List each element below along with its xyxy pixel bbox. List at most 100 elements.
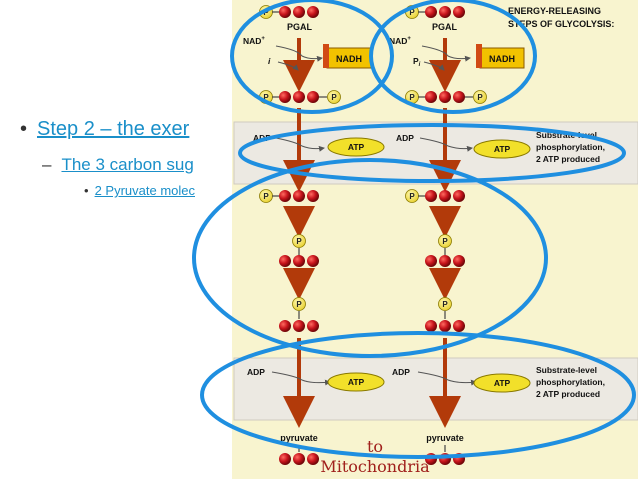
pi-label: Pi [413,56,421,68]
svg-text:2 ATP produced: 2 ATP produced [536,389,600,399]
right-column: P PGAL NAD+ Pi NADH P P ADP ATP P [389,5,531,465]
carbon-atom [439,91,451,103]
phosphate-label: P [409,192,415,201]
carbon-atom [293,320,305,332]
phosphate-icon [292,234,306,248]
bullet-step2: • Step 2 – the exer [20,118,189,141]
annotation-circle-atp-top [238,123,626,183]
phosphate-icon [438,297,452,311]
carbon-atom [425,255,437,267]
handwritten-mitochondria: Mitochondria [320,457,430,476]
svg-text:phosphorylation,: phosphorylation, [536,142,605,152]
nad-label: NAD+ [243,36,265,46]
carbon-atom [453,255,465,267]
nadh-label: NADH [489,54,515,64]
phosphate-label: P [263,93,269,102]
carbon-atom [425,91,437,103]
heading-line1: ENERGY-RELEASING [508,6,601,16]
bullet-pyruvate-text[interactable]: 2 Pyruvate molec [94,183,195,198]
carbon-atom [453,91,465,103]
carbon-atom [307,190,319,202]
carbon-atom [439,255,451,267]
annotation-circle-intermediates [192,158,548,358]
annotation-circles [192,0,636,459]
carbon-atom [279,320,291,332]
substrate-level-label-2: Substrate-level phosphorylation, 2 ATP p… [536,365,605,399]
annotation-circle-atp-bottom [200,331,636,459]
phosphate-icon [438,234,452,248]
pgal-label: PGAL [432,22,458,32]
atp-label: ATP [348,377,365,387]
phosphate-icon [327,90,341,104]
annotation-circle-nadh-left [230,0,394,114]
carbon-atom [307,320,319,332]
phosphate-label: P [296,237,302,246]
carbon-atom [307,255,319,267]
carbon-atom [293,190,305,202]
carbon-atom [279,91,291,103]
carbon-atom [425,6,437,18]
bullet-dot: • [20,118,28,140]
bullet-dot: • [84,183,89,198]
bullet-pyruvate: • 2 Pyruvate molec [84,183,195,198]
atp-label: ATP [494,144,511,154]
nadh-label: NADH [336,54,362,64]
adp-label: ADP [247,367,265,377]
pyruvate-label: pyruvate [280,433,318,443]
heading-line2: STEPS OF GLYCOLYSIS: [508,19,614,29]
carbon-atom [439,320,451,332]
carbon-atom [293,255,305,267]
carbon-atom [453,6,465,18]
carbon-atom [439,6,451,18]
bullet-three-carbon-text[interactable]: The 3 carbon sug [61,155,194,174]
carbon-atom [293,6,305,18]
carbon-atom [439,190,451,202]
svg-text:phosphorylation,: phosphorylation, [536,377,605,387]
phosphate-icon [473,90,487,104]
pyruvate-label: pyruvate [426,433,464,443]
pgal-label: PGAL [287,22,313,32]
carbon-atom [279,255,291,267]
carbon-atom [293,453,305,465]
phosphate-label: P [442,237,448,246]
atp-oval [473,373,531,393]
handwritten-to: to [367,437,383,456]
phosphate-label: P [442,300,448,309]
phosphate-label: P [409,93,415,102]
phosphate-icon [292,297,306,311]
annotation-circle-nadh-right [369,0,537,114]
svg-text:2 ATP produced: 2 ATP produced [536,154,600,164]
nad-label: NAD+ [389,36,411,46]
carbon-atom [307,91,319,103]
carbon-atom [279,190,291,202]
svg-text:Substrate-level: Substrate-level [536,365,597,375]
carbon-atom [279,6,291,18]
atp-label: ATP [348,142,365,152]
pi-label: i [268,56,271,66]
atp-oval [327,372,385,392]
phosphate-label: P [263,192,269,201]
phosphate-label: P [263,8,269,17]
carbon-atom [307,6,319,18]
nadh-box-side [476,44,482,68]
phosphate-label: P [409,8,415,17]
adp-label: ADP [392,367,410,377]
atp-oval [327,137,385,157]
carbon-atom [307,453,319,465]
bullet-three-carbon: –The 3 carbon sug [42,155,194,175]
carbon-atom [279,453,291,465]
bullet-dash: – [42,155,52,174]
carbon-atom [425,190,437,202]
phosphate-label: P [331,93,337,102]
carbon-atom [293,91,305,103]
carbon-atom [453,320,465,332]
bullet-step2-text[interactable]: Step 2 – the exer [37,118,190,140]
phosphate-label: P [477,93,483,102]
atp-label: ATP [494,378,511,388]
carbon-atom [425,320,437,332]
adp-label: ADP [396,133,414,143]
carbon-atom [453,190,465,202]
phosphate-label: P [296,300,302,309]
nadh-box-side [323,44,329,68]
